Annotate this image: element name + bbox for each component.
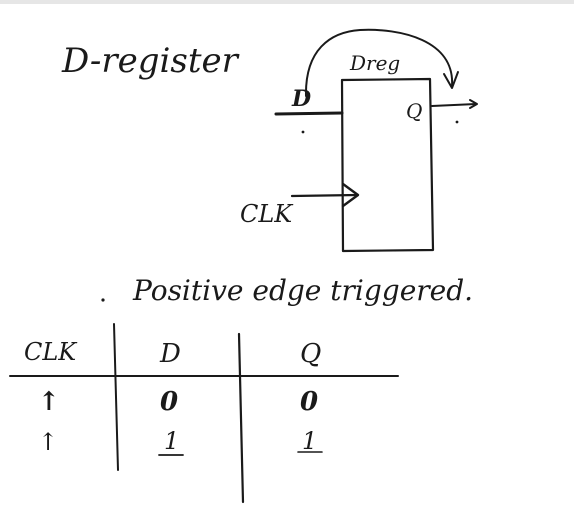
table-header-q: Q [300, 339, 321, 369]
table-header-clk: CLK [24, 338, 78, 366]
table-row-2-clk: ↑ [38, 428, 58, 456]
table-row-1-clk: ↑ [38, 387, 60, 417]
table-row-1-q: 0 [300, 387, 318, 417]
sketch-dot [301, 130, 305, 134]
register-box [340, 77, 435, 253]
feedback-arrow-head [443, 71, 459, 89]
register-name: Dreg [349, 51, 400, 75]
table-row-2-q: 1 [302, 427, 317, 455]
table-row-2-d: 1 [164, 427, 179, 455]
d-input-line [274, 111, 344, 116]
q-output-label: Q [406, 99, 422, 123]
sketch-dot [101, 298, 105, 302]
window-top-edge [0, 0, 574, 4]
sketch-dot [455, 120, 459, 124]
d-input-label: D [291, 86, 311, 112]
table-header-d: D [159, 339, 181, 369]
table-column-divider-1 [113, 323, 119, 471]
table-row-1-d: 0 [160, 387, 178, 417]
clk-input-line [290, 193, 359, 198]
q-output-arrow-icon [469, 99, 478, 109]
diagram-title: D-register [61, 41, 240, 81]
caption-text: Positive edge triggered. [132, 274, 473, 307]
feedback-arc [304, 28, 454, 97]
q-output-line [431, 103, 477, 107]
clk-input-label: CLK [240, 200, 294, 228]
table-column-divider-2 [237, 332, 245, 504]
clock-edge-marker-icon [341, 182, 360, 208]
